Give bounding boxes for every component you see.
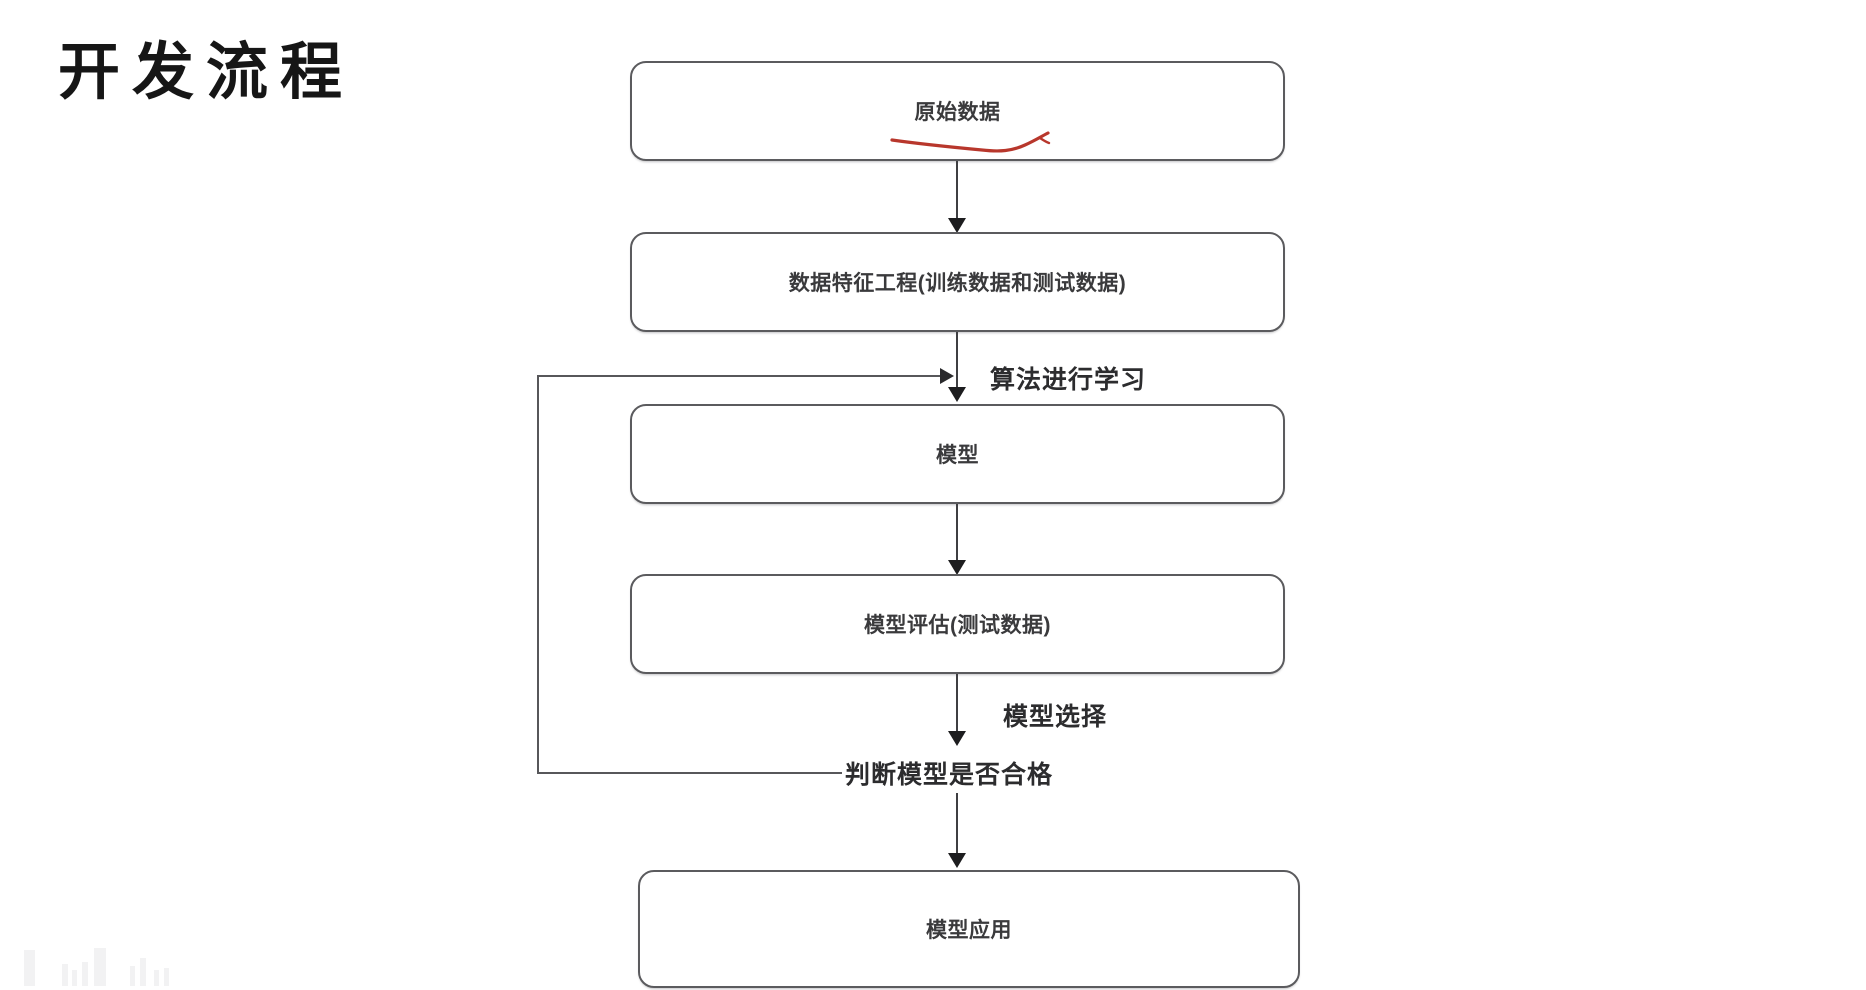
connector-eval-to-judge [956,674,958,736]
flow-node-raw-data[interactable]: 原始数据 [630,61,1285,161]
arrowhead-feature-to-model [948,387,966,402]
connector-model-to-eval [956,504,958,567]
flow-node-model[interactable]: 模型 [630,404,1285,504]
feedback-loop-left-segment [537,375,539,774]
arrowhead-raw-to-feature [948,218,966,233]
connector-judge-to-apply [956,793,958,858]
flow-node-label: 模型 [936,444,979,467]
flow-node-model-application[interactable]: 模型应用 [638,870,1300,988]
connector-raw-to-feature [956,161,958,223]
flow-node-label: 数据特征工程(训练数据和测试数据) [788,272,1127,295]
edge-label-judge-qualified: 判断模型是否合格 [845,761,1054,789]
edge-label-algorithm-learning: 算法进行学习 [990,366,1147,394]
connector-feature-to-model [956,332,958,392]
flow-node-feature-engineering[interactable]: 数据特征工程(训练数据和测试数据) [630,232,1285,332]
flow-node-label: 原始数据 [914,101,1001,124]
feedback-loop-top-segment [537,375,942,377]
flow-node-label: 模型评估(测试数据) [864,614,1051,637]
flow-node-label: 模型应用 [926,919,1012,942]
arrowhead-judge-to-apply [948,853,966,868]
feedback-loop-bottom-segment [537,772,842,774]
arrowhead-feedback-loop [940,368,954,384]
flow-node-model-evaluation[interactable]: 模型评估(测试数据) [630,574,1285,674]
arrowhead-eval-to-judge [948,731,966,746]
watermark-artifact [24,948,169,986]
page-title: 开发流程 [58,39,355,107]
edge-label-model-selection: 模型选择 [1003,703,1108,731]
arrowhead-model-to-eval [948,560,966,575]
